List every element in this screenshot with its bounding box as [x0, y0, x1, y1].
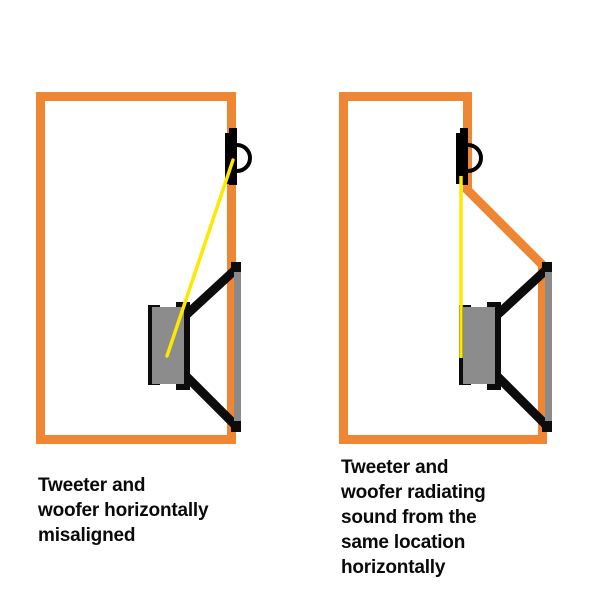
right-woofer-top-mount [542, 262, 552, 272]
left-woofer-diaphragm [234, 264, 241, 431]
right-woofer-diaphragm [545, 264, 552, 431]
right-tweeter-faceplate [456, 133, 463, 184]
right-panel-caption: Tweeter and woofer radiating sound from … [341, 457, 486, 578]
left-sound-path-line [165, 158, 235, 358]
left-woofer-bottom-mount [231, 421, 241, 432]
right-tweeter-flange [460, 128, 468, 185]
left-panel-caption: Tweeter and woofer horizontally misalign… [38, 475, 209, 546]
left-speaker-group [36, 92, 252, 444]
left-tweeter-faceplate [225, 133, 232, 184]
left-woofer-top-mount [231, 262, 241, 272]
left-cabinet-outline [36, 92, 236, 444]
right-speaker-group [339, 92, 552, 444]
left-tweeter-flange [229, 128, 237, 185]
right-woofer-magnet [463, 307, 495, 384]
right-tweeter-dome [467, 143, 483, 173]
right-woofer-bottom-mount [542, 421, 552, 432]
left-tweeter-dome [236, 143, 252, 173]
